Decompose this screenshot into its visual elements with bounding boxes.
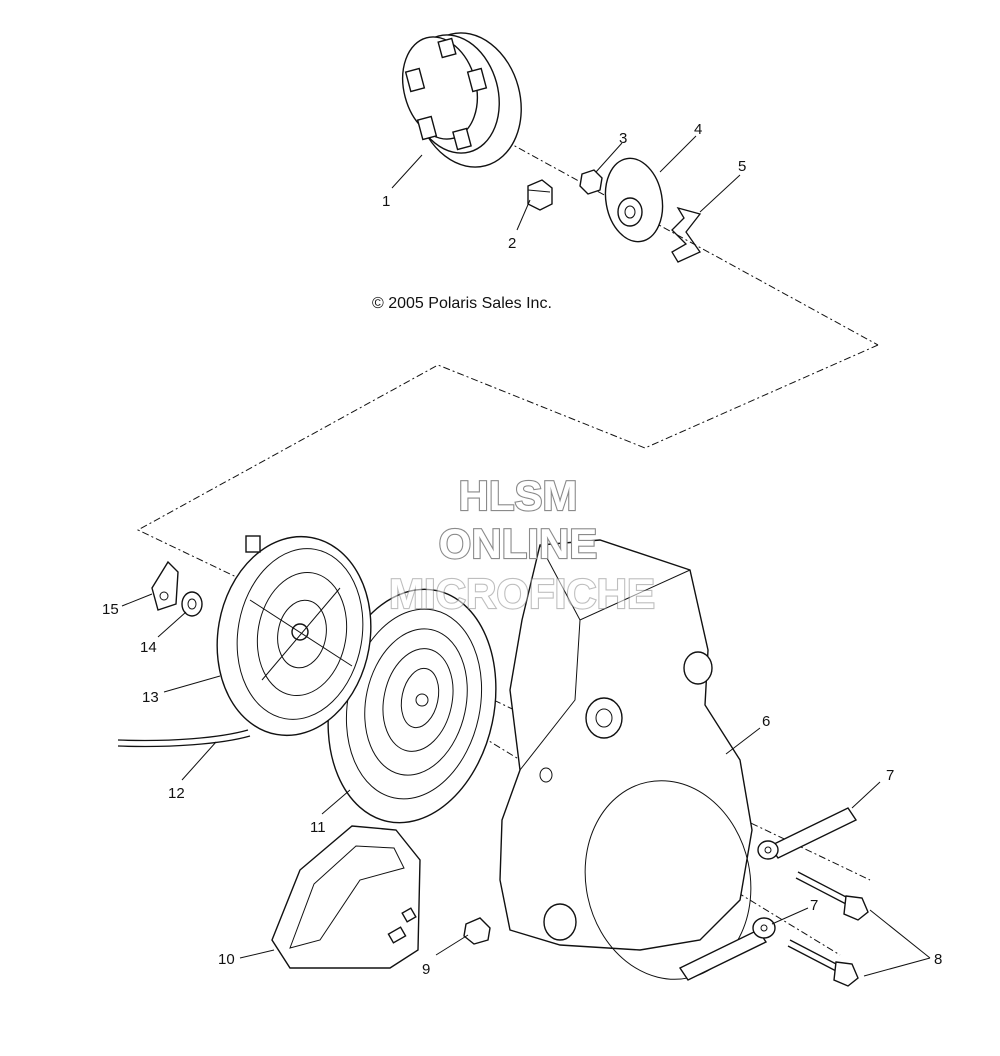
callout-7-upper: 7	[886, 767, 894, 784]
part-3-nut	[579, 169, 603, 195]
part-7-strap-upper	[757, 807, 858, 860]
part-5-clip	[671, 206, 702, 263]
callout-13: 13	[142, 689, 159, 706]
part-15-pawl	[151, 560, 179, 611]
copyright-notice: © 2005 Polaris Sales Inc.	[372, 295, 552, 312]
callout-5: 5	[738, 158, 746, 175]
callout-9: 9	[422, 961, 430, 978]
callout-15: 15	[102, 601, 119, 618]
part-10-starter-handle	[271, 825, 421, 969]
watermark: HLSM ONLINE MICROFICHE	[388, 471, 656, 618]
part-9-bushing	[463, 917, 491, 945]
callout-2: 2	[508, 235, 516, 252]
part-4-pulley-hub	[604, 157, 664, 243]
leader-lines	[121, 135, 931, 977]
part-8-bolt-upper	[795, 871, 869, 921]
callout-14: 14	[140, 639, 157, 656]
part-12-starter-rope	[117, 729, 251, 748]
callout-1: 1	[382, 193, 390, 210]
callout-11: 11	[310, 819, 326, 836]
part-1-drive-cup	[402, 32, 522, 168]
callout-10: 10	[218, 951, 235, 968]
callout-8: 8	[934, 951, 942, 968]
part-14-bushing	[181, 591, 203, 617]
part-6-starter-housing	[499, 539, 753, 980]
watermark-line-1: HLSM	[459, 472, 578, 519]
callout-12: 12	[168, 785, 185, 802]
callout-6: 6	[762, 713, 770, 730]
callout-7-lower: 7	[810, 897, 818, 914]
callout-labels: 1 2 3 4 5 6 7 7 8 9 10 11 12 13 14 15	[102, 121, 942, 978]
callout-3: 3	[619, 130, 627, 147]
part-2-nut	[527, 179, 553, 211]
part-7-strap-lower	[678, 917, 776, 981]
watermark-line-2: ONLINE	[439, 520, 598, 567]
part-11-recoil-spring	[327, 588, 497, 824]
part-8-bolt-lower	[787, 939, 859, 987]
watermark-line-3: MICROFICHE	[389, 570, 655, 617]
part-13-rope-reel	[216, 535, 372, 737]
callout-4: 4	[694, 121, 702, 138]
